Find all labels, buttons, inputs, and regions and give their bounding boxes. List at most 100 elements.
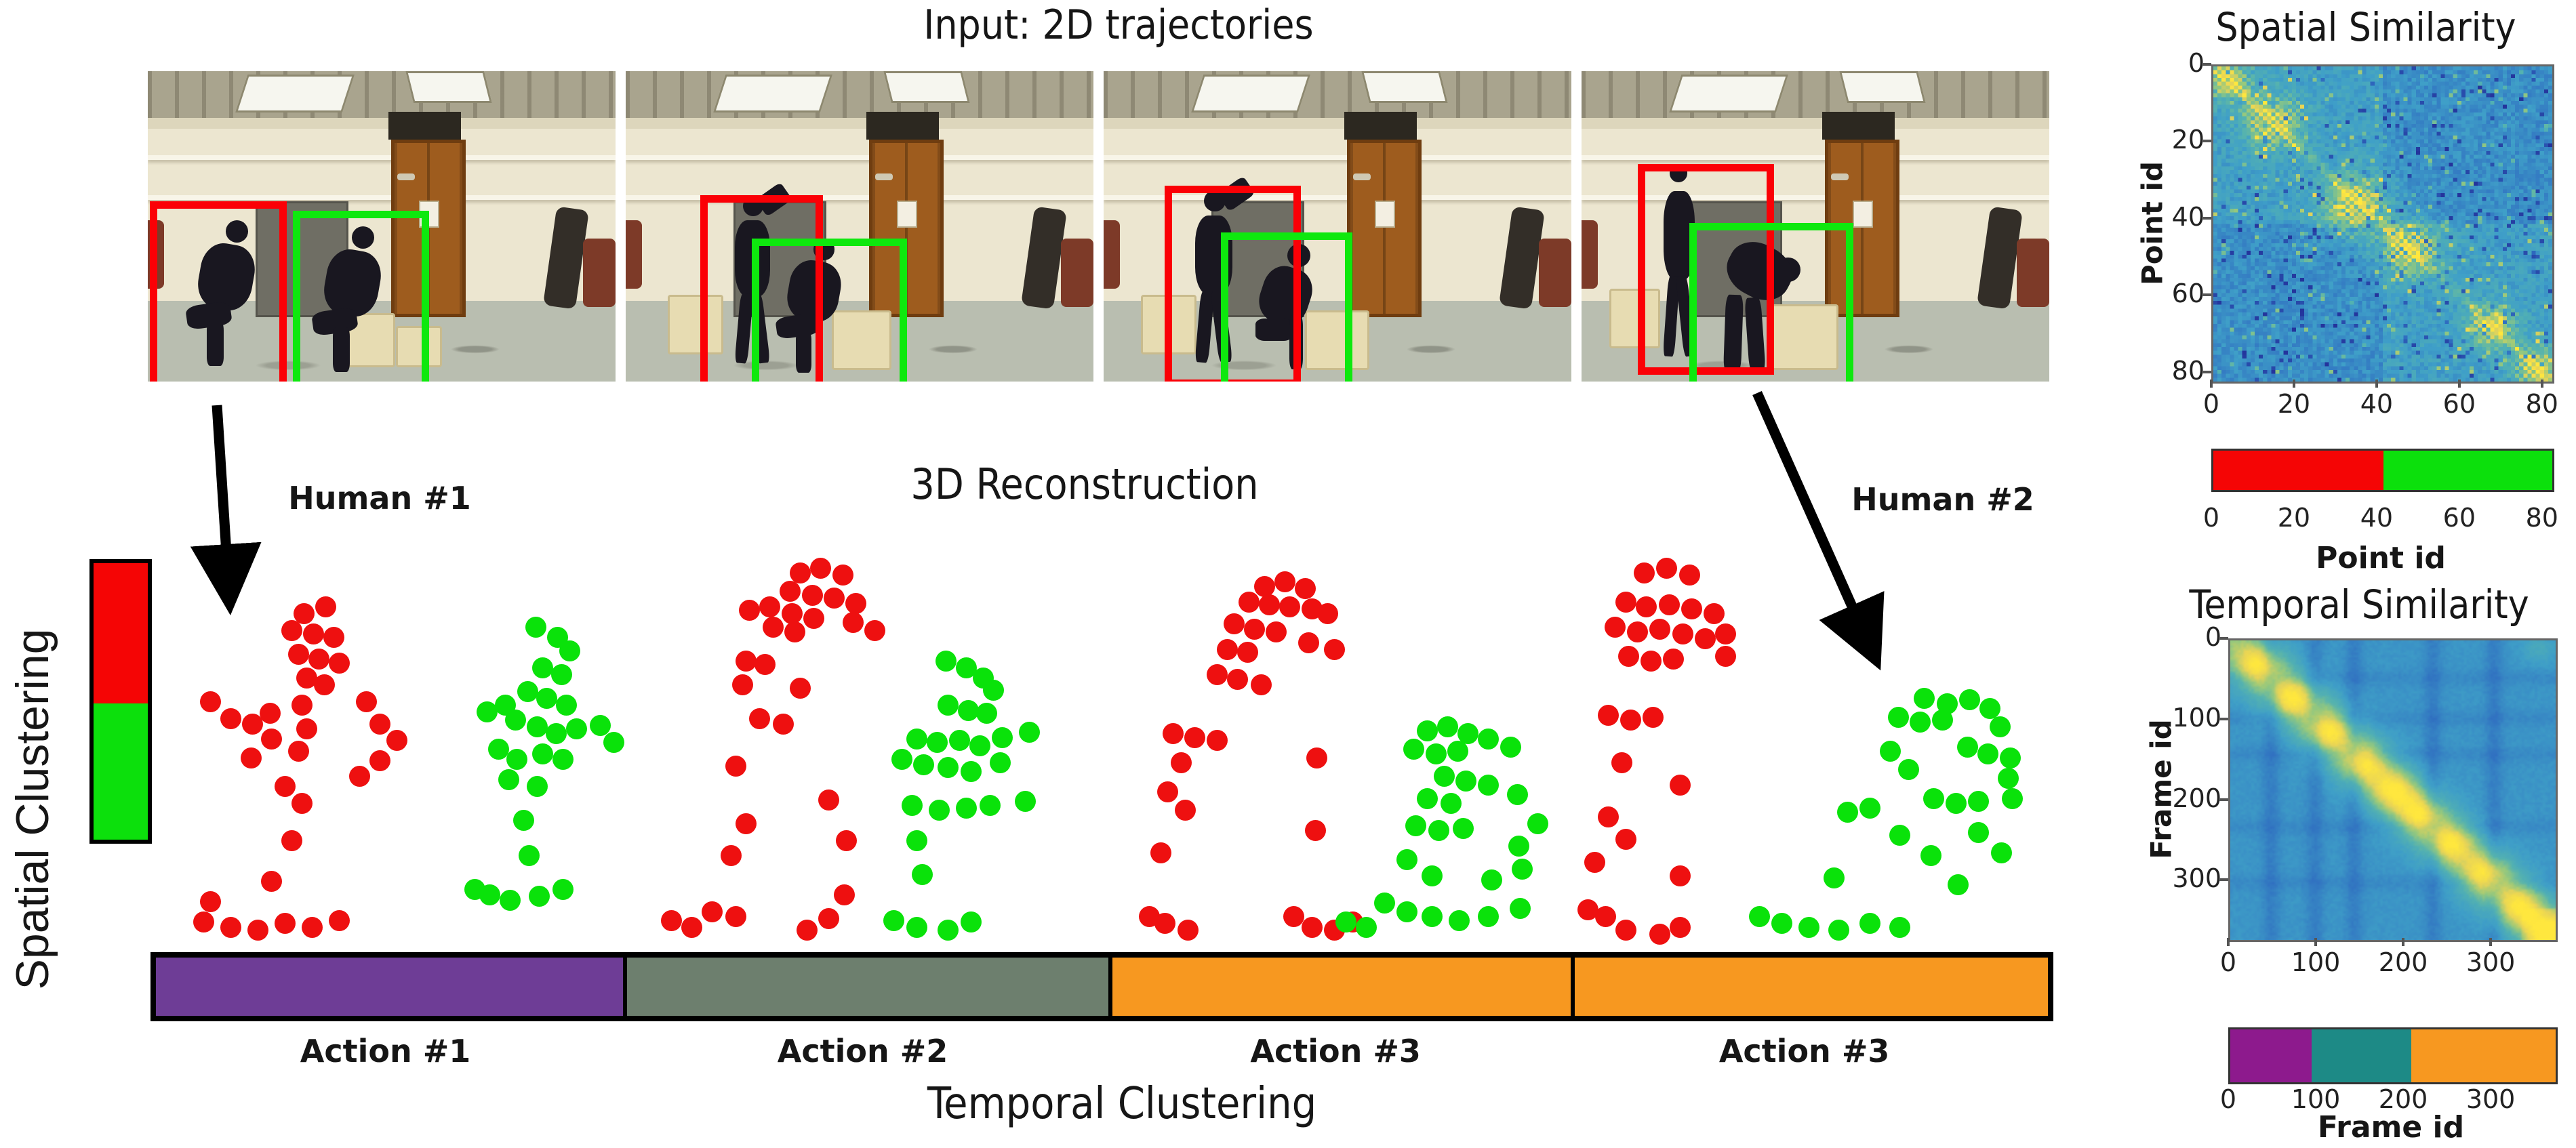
scatter-point — [784, 621, 805, 642]
scatter-point — [328, 652, 350, 674]
scatter-point — [1909, 711, 1931, 733]
temporal-xlabel: Frame id — [2317, 1110, 2465, 1145]
scatter-point — [864, 619, 885, 641]
scatter-point — [302, 623, 324, 644]
tick-mark — [2202, 370, 2211, 373]
tick-label: 0 — [2202, 389, 2220, 419]
spatial-clustering-colorbar — [89, 559, 152, 844]
scatter-point — [531, 743, 553, 764]
scatter-point — [1447, 740, 1468, 762]
scatter-point — [1672, 623, 1693, 644]
door-note — [1374, 201, 1395, 228]
tick-label: 300 — [2466, 1084, 2516, 1114]
scatter-point — [355, 691, 377, 712]
tick-label: 200 — [2378, 1084, 2428, 1114]
scatter-point — [1238, 591, 1260, 613]
scatter-point — [1594, 905, 1616, 927]
scatter-point — [487, 738, 509, 760]
scatter-point — [1396, 848, 1417, 870]
scatter-point — [935, 650, 957, 672]
scatter-point — [891, 748, 912, 770]
arrow — [190, 405, 262, 615]
stool — [395, 325, 442, 367]
scatter-point — [957, 699, 979, 721]
maroon-chair — [2016, 239, 2049, 308]
scatter-point — [1669, 916, 1691, 938]
scatter-point — [1611, 752, 1632, 773]
tick-label: 60 — [2442, 389, 2476, 419]
scatter-point — [735, 650, 757, 672]
person-head — [351, 226, 374, 249]
scatter-point — [1615, 919, 1636, 941]
action-segment — [156, 958, 623, 1016]
action-segment — [1570, 958, 2048, 1016]
cluster-strip-segment — [2213, 451, 2383, 490]
scatter-point — [1294, 577, 1316, 599]
scatter-point — [313, 674, 335, 695]
human2-label: Human #2 — [1851, 481, 2034, 518]
action-label: Action #3 — [1718, 1033, 1890, 1069]
person-part — [795, 331, 812, 373]
scatter-point — [552, 878, 573, 900]
cluster-strip-segment — [2383, 451, 2552, 490]
scatter-point — [1859, 912, 1880, 934]
scatter-point — [1014, 790, 1036, 812]
door-transom — [1822, 111, 1895, 140]
scatter-point — [1694, 628, 1716, 649]
scatter-point — [809, 557, 831, 579]
scatter-point — [1990, 842, 2012, 863]
ceiling — [1104, 71, 1571, 118]
action-segment — [1108, 958, 1571, 1016]
scatter-point — [1150, 842, 1171, 863]
scatter-point — [1617, 645, 1639, 667]
scatter-point — [1265, 621, 1287, 642]
tick-label: 200 — [2378, 947, 2428, 977]
red-bbox — [1164, 186, 1302, 382]
action-label: Action #2 — [777, 1033, 948, 1069]
scatter-point — [193, 911, 214, 932]
scatter-point — [1828, 919, 1849, 941]
maroon-barrel — [1104, 220, 1121, 289]
scatter-point — [589, 714, 611, 736]
scatter-point — [518, 844, 540, 866]
scatter-point — [220, 708, 241, 729]
scatter-point — [308, 648, 329, 670]
person-silhouette — [1708, 220, 1811, 375]
scatter-point — [989, 752, 1011, 773]
scatter-point — [975, 702, 997, 724]
scatter-point — [833, 884, 855, 905]
scatter-point — [287, 740, 309, 762]
scatter-point — [301, 916, 323, 938]
scatter-point — [545, 722, 567, 744]
scatter-point — [906, 916, 927, 938]
scatter-point — [1655, 557, 1677, 579]
scatter-point — [738, 599, 760, 621]
scatter-point — [1301, 916, 1323, 938]
scatter-point — [1274, 571, 1295, 592]
scatter-point — [1154, 912, 1175, 934]
scatter-point — [1177, 919, 1199, 941]
scatter-point — [1879, 740, 1901, 762]
skylight — [1361, 71, 1449, 104]
scatter-point — [1527, 813, 1548, 834]
door-note — [1852, 201, 1873, 228]
tick-label: 20 — [2277, 503, 2311, 533]
scatter-point — [955, 797, 977, 819]
scatter-point — [1703, 602, 1725, 624]
scatter-point — [842, 611, 864, 633]
scatter-point — [1170, 752, 1192, 773]
scatter-point — [1455, 770, 1476, 792]
scatter-point — [281, 619, 302, 641]
scatter-point — [1989, 716, 2011, 737]
tick-mark — [2202, 140, 2211, 143]
door-transom — [1344, 111, 1417, 140]
scatter-point — [476, 701, 498, 722]
scatter-point — [240, 747, 262, 768]
tick-label: 40 — [2360, 389, 2394, 419]
scatter-point — [725, 905, 746, 927]
tick-mark — [2314, 938, 2318, 946]
scatter-point — [754, 653, 776, 675]
tick-label: 200 — [2172, 783, 2221, 813]
scatter-point — [1226, 668, 1248, 690]
